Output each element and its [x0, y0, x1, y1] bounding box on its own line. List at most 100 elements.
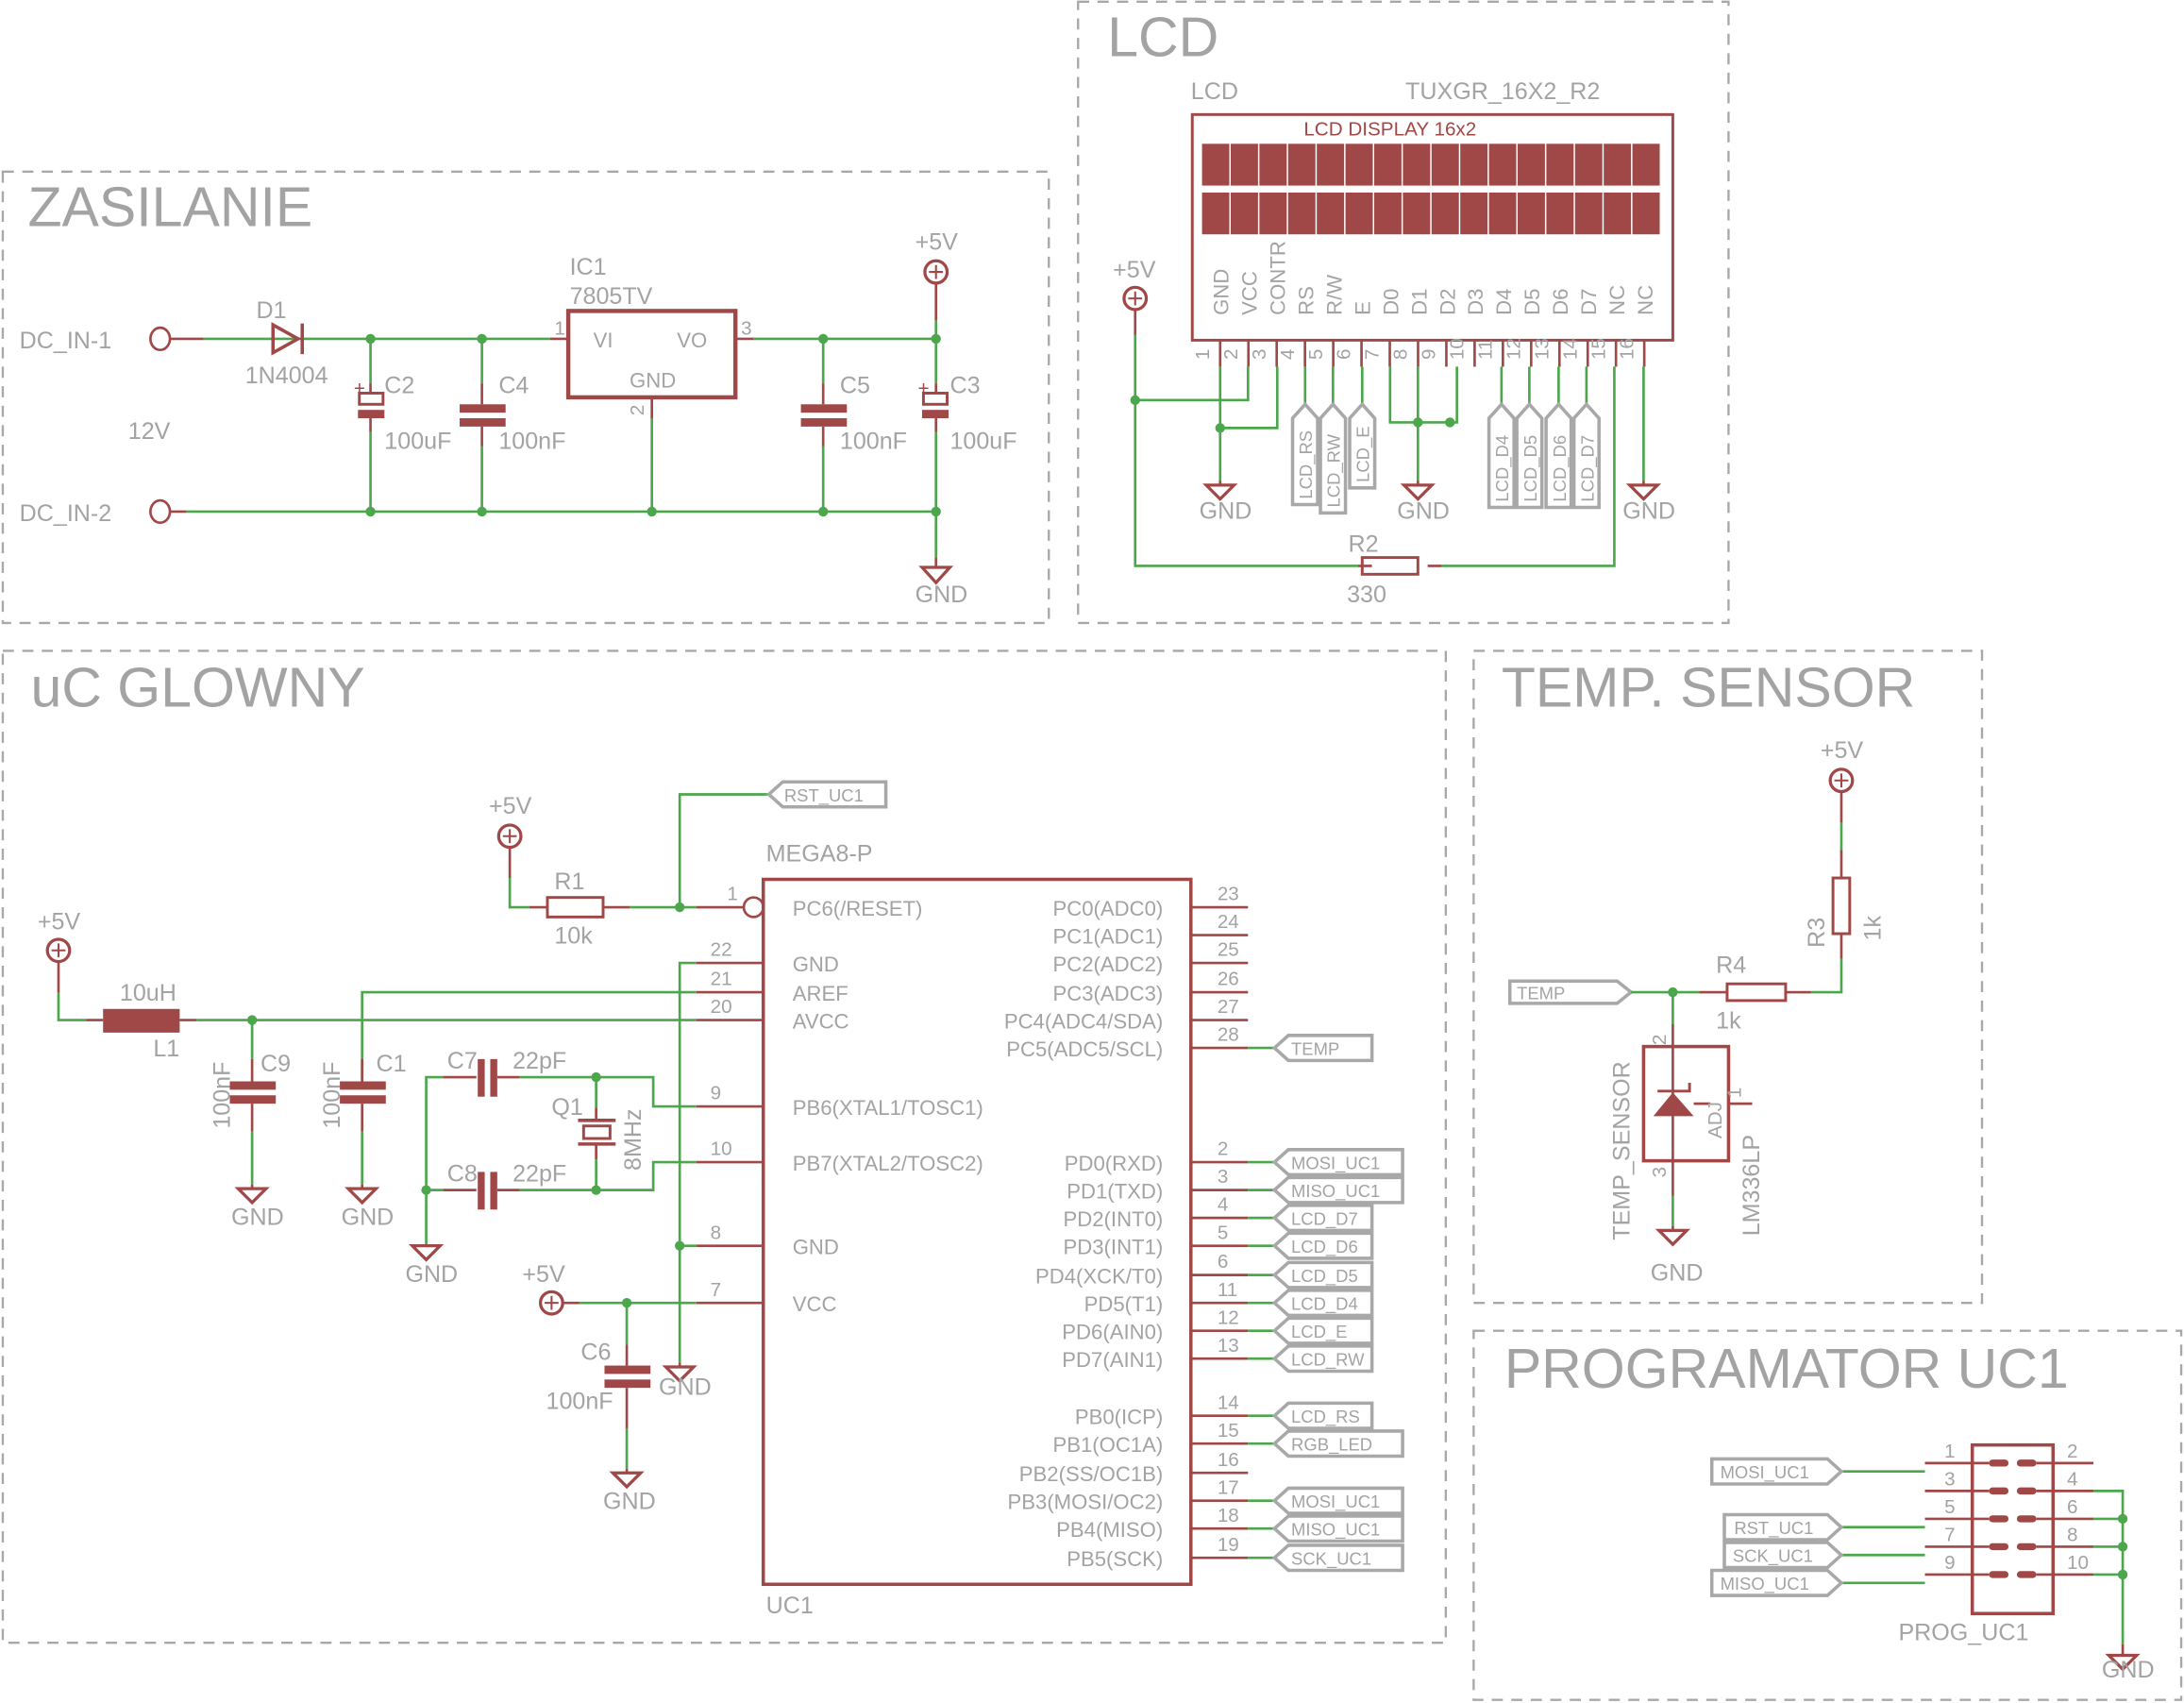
tag-rgb-led[interactable]: RGB_LED: [1271, 1429, 1404, 1459]
gnd-symbol-power: [918, 565, 954, 585]
cap-c7[interactable]: [478, 1058, 497, 1097]
mcu-pin-number: 1: [727, 884, 737, 905]
tag-lcd-lcd_e[interactable]: LCD_E: [1348, 401, 1377, 490]
lcd-pin-name: GND: [1210, 269, 1234, 315]
svg-text:TEMP: TEMP: [1291, 1038, 1339, 1058]
r4-name: R4: [1716, 952, 1746, 978]
lcd-pin-number: 11: [1475, 340, 1497, 360]
mcu-section: MEGA8-P UC1 1PC6(/RESET)22GND21AREF20AVC…: [38, 780, 1404, 1619]
tag-rst-uc1[interactable]: RST_UC1: [765, 780, 888, 809]
tag-lcd-lcd_d7[interactable]: LCD_D7: [1571, 401, 1601, 510]
header-pad: [2016, 1515, 2037, 1523]
svg-text:SCK_UC1: SCK_UC1: [1291, 1549, 1371, 1570]
tag-temp[interactable]: TEMP: [1271, 1034, 1374, 1063]
q1-name: Q1: [551, 1094, 582, 1121]
svg-text:LCD_RW: LCD_RW: [1324, 433, 1345, 507]
mcu-pin-name: PD1(TXD): [1067, 1179, 1163, 1203]
junctions-mcu: [246, 902, 685, 1308]
lcd-pin-name: D5: [1520, 289, 1544, 315]
mcu-pin-number: 10: [711, 1138, 732, 1160]
c4-name: C4: [498, 372, 529, 398]
cap-c9[interactable]: [229, 1020, 277, 1189]
cap-c6[interactable]: [604, 1303, 651, 1474]
lcd-pin-name: RS: [1294, 286, 1318, 315]
tag-lcd-d7[interactable]: LCD_D7: [1271, 1204, 1374, 1233]
header-pin-number: 5: [1944, 1496, 1956, 1518]
tag-lcd-lcd_rs[interactable]: LCD_RS: [1290, 401, 1319, 507]
mcu-pin-number: 18: [1218, 1505, 1239, 1526]
tag-lcd-lcd_d6[interactable]: LCD_D6: [1544, 401, 1573, 510]
c8-value: 22pF: [512, 1161, 566, 1188]
diode-d1[interactable]: [271, 322, 305, 356]
tag-sck-uc1[interactable]: SCK_UC1: [1271, 1543, 1404, 1573]
dc-in-1-connector[interactable]: [149, 326, 172, 352]
tag-miso-uc1[interactable]: MISO_UC1: [1271, 1175, 1404, 1205]
cap-c4[interactable]: [460, 338, 506, 512]
tag-prog-mosi[interactable]: MOSI_UC1: [1709, 1457, 1844, 1486]
mcu-right-pins: 23PC0(ADC0)24PC1(ADC1)25PC2(ADC2)26PC3(A…: [1004, 884, 1404, 1573]
mcu-name: UC1: [766, 1593, 814, 1619]
sensor-pin2: 2: [1649, 1035, 1671, 1046]
crystal-q1[interactable]: [578, 1077, 616, 1190]
sensor-name: TEMP_SENSOR: [1609, 1061, 1636, 1240]
tag-lcd-d6[interactable]: LCD_D6: [1271, 1231, 1374, 1260]
header-pin-number: 7: [1944, 1525, 1956, 1546]
mcu-pin-number: 28: [1218, 1024, 1239, 1046]
cap-c1[interactable]: [340, 1058, 386, 1189]
ic1-vi: VI: [594, 329, 613, 352]
resistor-r3[interactable]: [1831, 876, 1852, 936]
ic1-vo: VO: [677, 329, 707, 352]
lcd-pin-number: 1: [1192, 349, 1214, 360]
gnd-symbol-crystal: [408, 1244, 445, 1262]
tag-temp[interactable]: TEMP: [1507, 979, 1634, 1005]
lcd-cell: [1230, 143, 1258, 186]
lcd-cell: [1604, 192, 1632, 235]
cap-c2[interactable]: +: [354, 338, 385, 512]
tag-miso-uc1[interactable]: MISO_UC1: [1271, 1514, 1404, 1543]
mcu-pin-number: 6: [1218, 1251, 1229, 1273]
sensor-pin3: 3: [1649, 1167, 1671, 1178]
cap-c3[interactable]: +: [918, 338, 949, 558]
svg-text:RST_UC1: RST_UC1: [1734, 1518, 1813, 1539]
tag-lcd-e[interactable]: LCD_E: [1271, 1316, 1374, 1345]
tag-prog-rst[interactable]: RST_UC1: [1722, 1512, 1844, 1542]
svg-text:TEMP: TEMP: [1517, 983, 1565, 1003]
cap-c8[interactable]: [478, 1172, 497, 1210]
mcu-pin-number: 24: [1218, 911, 1239, 933]
dc-in-2-connector[interactable]: [149, 498, 172, 525]
mcu-uc1[interactable]: [761, 877, 1193, 1587]
tag-lcd-lcd_d5[interactable]: LCD_D5: [1515, 401, 1544, 510]
lcd-pin-number: 4: [1277, 349, 1299, 360]
lcd-pin-name: R/W: [1322, 275, 1346, 315]
tag-lcd-d5[interactable]: LCD_D5: [1271, 1260, 1374, 1290]
tag-lcd-lcd_rw[interactable]: LCD_RW: [1319, 401, 1348, 515]
inductor-l1[interactable]: [103, 1008, 180, 1033]
resistor-r2[interactable]: [1360, 556, 1420, 576]
tag-lcd-d4[interactable]: LCD_D4: [1271, 1289, 1374, 1318]
c1-name: C1: [376, 1051, 406, 1077]
resistor-r4[interactable]: [1725, 982, 1788, 1003]
header-prog-uc1[interactable]: [1970, 1442, 2056, 1616]
title-power: ZASILANIE: [28, 176, 313, 238]
lcd-pin-number: 8: [1390, 349, 1412, 360]
mcu-pin-name: PB1(OC1A): [1052, 1433, 1163, 1457]
tag-mosi-uc1[interactable]: MOSI_UC1: [1271, 1148, 1404, 1177]
ic1-gnd: GND: [630, 369, 676, 393]
svg-text:LCD_D7: LCD_D7: [1577, 435, 1598, 502]
frame-prog: [1472, 1329, 2183, 1701]
tag-lcd-rs[interactable]: LCD_RS: [1271, 1401, 1374, 1430]
resistor-r1[interactable]: [546, 896, 605, 919]
tag-prog-miso[interactable]: MISO_UC1: [1709, 1568, 1844, 1597]
tag-lcd-rw[interactable]: LCD_RW: [1271, 1344, 1374, 1374]
tag-lcd-lcd_d4[interactable]: LCD_D4: [1487, 401, 1516, 510]
mcu-pin-number: 4: [1218, 1194, 1229, 1216]
lcd-cell: [1317, 192, 1345, 235]
mcu-pin-number: 2: [1218, 1138, 1229, 1160]
cap-c5[interactable]: [800, 338, 848, 512]
mcu-pin-name: PC4(ADC4/SDA): [1004, 1009, 1163, 1033]
tag-mosi-uc1[interactable]: MOSI_UC1: [1271, 1486, 1404, 1515]
lcd-module[interactable]: [1190, 112, 1674, 342]
mcu-pin-name: GND: [793, 1235, 839, 1258]
header-pad: [1989, 1487, 2009, 1495]
tag-prog-sck[interactable]: SCK_UC1: [1722, 1541, 1844, 1570]
